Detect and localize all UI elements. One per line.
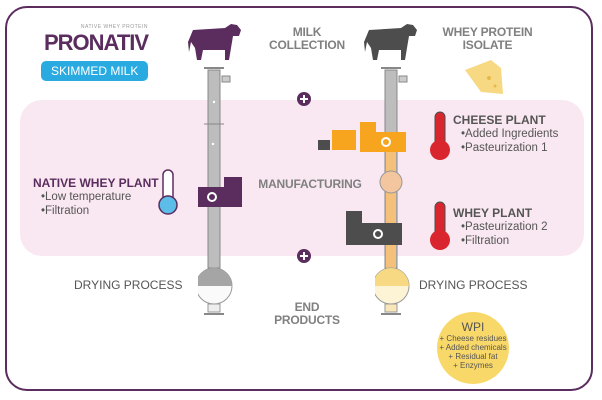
thermometer-cold-icon xyxy=(158,169,178,215)
wpi-title: WPI xyxy=(461,320,485,334)
brand-logo: NATIVE WHEY PROTEIN PRONATIV xyxy=(44,24,149,56)
bullet: Pasteurization 2 xyxy=(461,220,547,234)
thermometer-hot-icon xyxy=(430,111,450,160)
whey-plant-bullets: Pasteurization 2 Filtration xyxy=(461,220,548,248)
diagram-frame xyxy=(5,6,593,391)
label-line: COLLECTION xyxy=(269,38,345,52)
cheese-plant-bullets: Added Ingredients Pasteurization 1 xyxy=(461,127,558,155)
label-line: MILK xyxy=(292,25,322,39)
label-line: END xyxy=(294,300,320,314)
native-whey-plant: NATIVE WHEY PLANT Low temperature Filtra… xyxy=(33,176,159,218)
label-line: WHEY PROTEIN xyxy=(442,25,533,39)
bullet: Low temperature xyxy=(41,190,159,204)
bullet: Filtration xyxy=(461,234,548,248)
wpi-line: + Added chemicals xyxy=(439,343,507,352)
label-line: PRODUCTS xyxy=(274,313,340,327)
label-line: ISOLATE xyxy=(462,38,513,52)
drying-process-left: DRYING PROCESS xyxy=(74,278,183,292)
factory-purple-icon xyxy=(198,177,242,207)
cheese-factory-truck-icon xyxy=(318,122,406,152)
wpi-line: + Residual fat xyxy=(448,352,498,361)
whey-factory-icon xyxy=(346,211,402,245)
whey-plant: WHEY PLANT Pasteurization 2 Filtration xyxy=(453,206,548,248)
left-process-pipe xyxy=(198,67,233,315)
whey-plant-title: WHEY PLANT xyxy=(453,206,533,220)
manufacturing-label: MANUFACTURING xyxy=(258,177,362,191)
end-products-label: END PRODUCTS xyxy=(262,301,352,327)
milk-collection-label: MILK COLLECTION xyxy=(262,26,352,52)
wpi-line: + Enzymes xyxy=(453,361,493,370)
wpi-bubble: WPI + Cheese residues + Added chemicals … xyxy=(437,312,509,384)
cow-purple-icon xyxy=(188,24,241,60)
cheese-icon xyxy=(465,60,503,94)
cheese-plant: CHEESE PLANT Added Ingredients Pasteuriz… xyxy=(453,113,558,155)
drying-process-right: DRYING PROCESS xyxy=(419,278,528,292)
cheese-plant-title: CHEESE PLANT xyxy=(453,113,546,127)
brand-name: PRONATIV xyxy=(44,30,149,55)
brand-tagline: NATIVE WHEY PROTEIN xyxy=(80,24,148,30)
plus-icon xyxy=(297,249,311,263)
wpi-line: + Cheese residues xyxy=(439,334,507,343)
native-plant-title: NATIVE WHEY PLANT xyxy=(33,176,159,190)
plus-icon xyxy=(297,92,311,106)
thermometer-hot-icon xyxy=(430,201,450,250)
bullet: Pasteurization 1 xyxy=(461,141,558,155)
native-plant-bullets: Low temperature Filtration xyxy=(41,190,159,218)
skimmed-milk-badge: SKIMMED MILK xyxy=(41,61,149,81)
bullet: Filtration xyxy=(41,204,159,218)
wpi-product-label: WHEY PROTEIN ISOLATE xyxy=(425,26,550,52)
right-process-pipe xyxy=(375,67,410,315)
bullet: Added Ingredients xyxy=(461,127,558,141)
cow-grey-icon xyxy=(364,24,417,60)
